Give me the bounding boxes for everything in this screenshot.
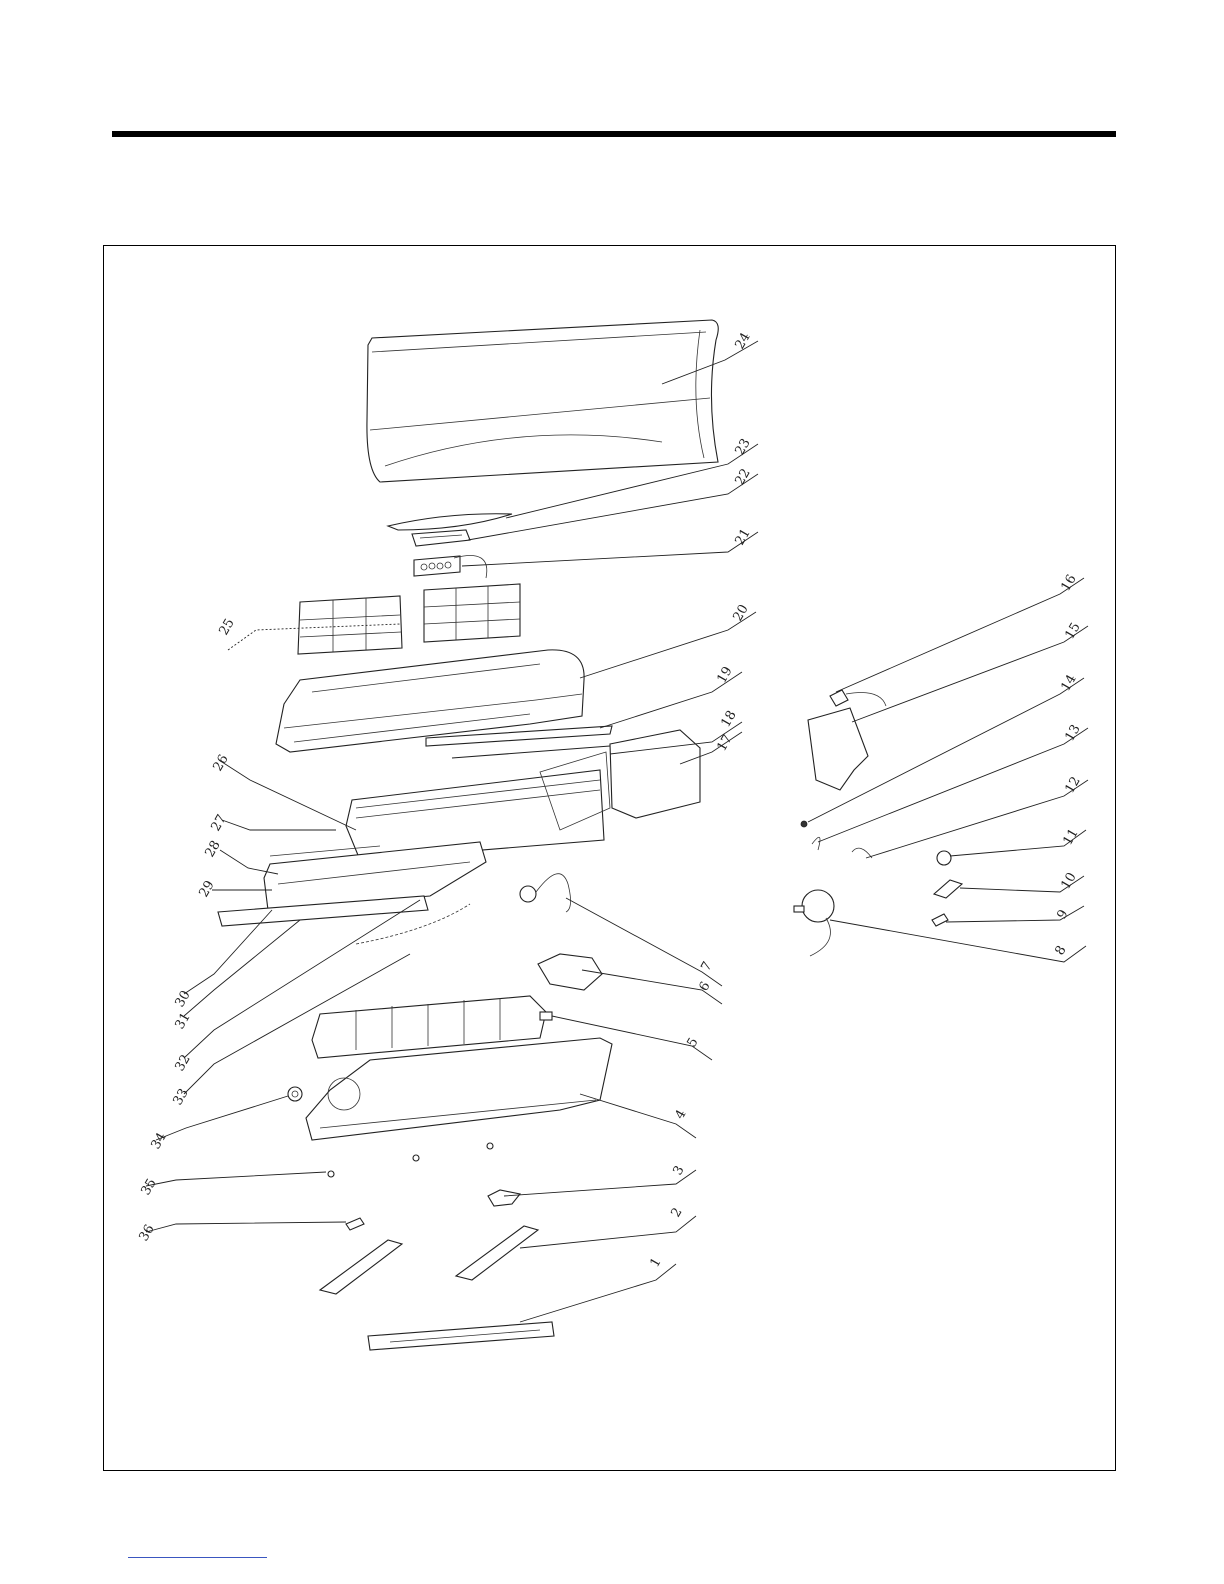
part-display-cover: [388, 514, 512, 530]
callout-18: 18: [718, 708, 739, 730]
callout-labels: 1 2 3 4 5 6 7 8 9 10 11 12 13 14 15 16 1…: [136, 330, 1083, 1270]
callout-14: 14: [1058, 672, 1079, 694]
callout-28: 28: [202, 838, 223, 860]
callout-36: 36: [136, 1222, 157, 1244]
callout-35: 35: [138, 1176, 159, 1198]
callout-27: 27: [208, 812, 229, 834]
callout-22: 22: [732, 466, 753, 488]
part-louver-lower: [452, 746, 610, 758]
part-display-board: [414, 556, 487, 579]
callout-32: 32: [172, 1052, 193, 1074]
part-mounting-plate: [368, 1322, 554, 1350]
callout-12: 12: [1062, 774, 1083, 796]
footer-link-underline: [128, 1557, 267, 1558]
callout-16: 16: [1058, 572, 1079, 594]
callout-17: 17: [714, 732, 735, 754]
callout-25: 25: [216, 616, 237, 638]
part-terminal-block: [934, 880, 962, 898]
part-cord-clip: [932, 914, 948, 926]
callout-10: 10: [1058, 870, 1079, 892]
part-sensors: [801, 821, 872, 858]
leader-lines: [146, 341, 1088, 1322]
callout-5: 5: [684, 1035, 701, 1050]
callout-26: 26: [210, 752, 231, 774]
part-step-motor: [520, 874, 571, 912]
part-pipe-holders: [320, 1226, 538, 1294]
part-display-bracket: [412, 530, 470, 546]
callout-2: 2: [668, 1205, 685, 1220]
callout-11: 11: [1060, 826, 1081, 848]
callout-20: 20: [730, 602, 751, 624]
callout-19: 19: [714, 664, 735, 686]
part-power-cord: [830, 690, 886, 706]
callout-6: 6: [696, 979, 713, 994]
part-clip: [346, 1218, 364, 1230]
callout-4: 4: [672, 1107, 689, 1122]
part-air-filters: [298, 584, 520, 654]
part-electric-box-cover: [808, 708, 868, 790]
callout-8: 8: [1052, 943, 1069, 958]
callout-13: 13: [1062, 722, 1083, 744]
callout-21: 21: [732, 526, 753, 548]
part-fan-motor: [794, 890, 834, 956]
callout-31: 31: [172, 1010, 193, 1032]
callout-34: 34: [148, 1130, 169, 1152]
part-capacitor: [937, 851, 951, 865]
callout-23: 23: [732, 436, 753, 458]
part-pipe-clamp: [488, 1190, 520, 1206]
callout-15: 15: [1062, 620, 1083, 642]
part-screws: [328, 1143, 493, 1177]
part-bearing: [288, 1087, 302, 1101]
part-drain-assembly: [218, 842, 486, 926]
callout-3: 3: [670, 1163, 687, 1178]
callout-29: 29: [196, 878, 217, 900]
callout-1: 1: [647, 1255, 664, 1270]
callout-30: 30: [172, 988, 193, 1010]
callout-24: 24: [732, 330, 753, 352]
part-front-panel: [367, 320, 718, 482]
